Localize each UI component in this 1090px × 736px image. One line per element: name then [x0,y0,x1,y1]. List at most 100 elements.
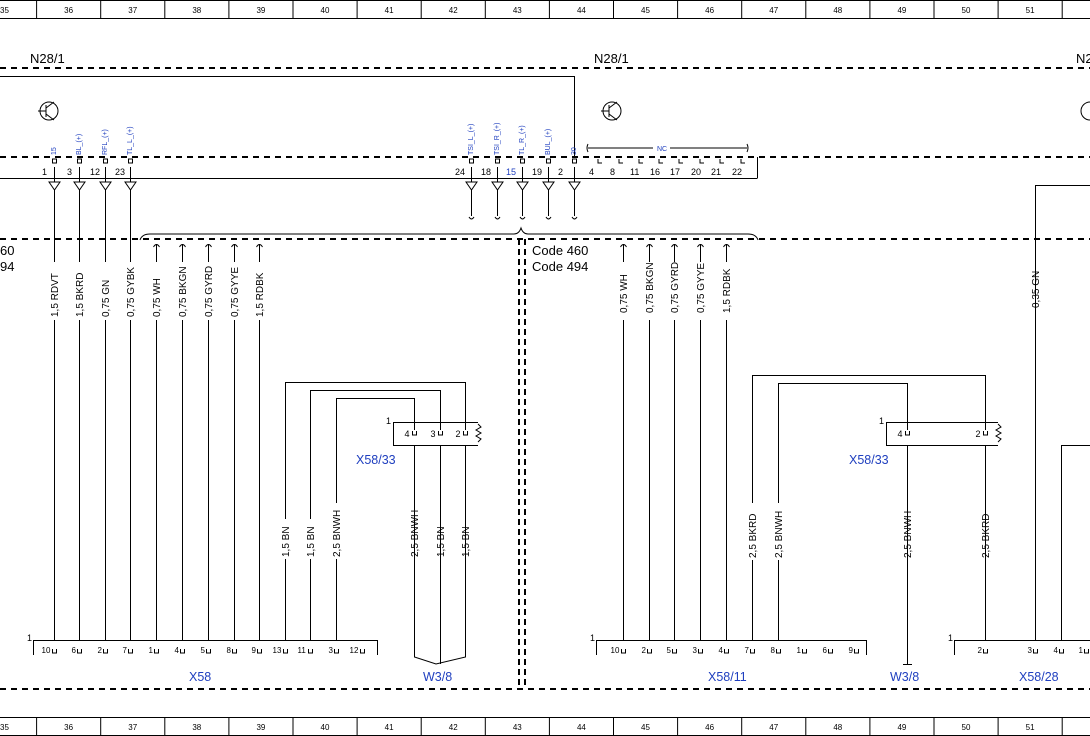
module-title-mid: N28/1 [594,51,629,66]
pin-socket [180,649,185,654]
wire-right: 0,35 GN [1031,185,1090,640]
wire-label: 2,5 BKRD [748,514,759,558]
transistor-icon [38,101,59,121]
pin-number: 5 [667,646,672,655]
wire-label: 2,5 BNWH [903,511,914,558]
ruler-label: 42 [449,723,458,732]
connector-corner-label: 1 [590,633,595,643]
pin-signal: TSI_L_(+) [468,124,475,155]
pin-socket [128,158,133,164]
pin-arrow-icon [491,181,504,191]
pin-number: 1 [149,646,154,655]
ruler-label: 49 [897,6,906,15]
wire-label: 1,5 BKRD [75,273,86,317]
pin-number: 12 [350,646,359,655]
ruler-label: 44 [577,6,586,15]
pin-arrow-icon [516,181,529,191]
pin-number: 3 [431,429,436,439]
pin-socket [724,649,729,654]
ground-bundle [414,445,466,665]
transistor-icon [601,101,622,121]
pin-number: 12 [90,167,100,177]
ruler-label: 50 [962,723,971,732]
ruler-label: 41 [385,6,394,15]
wire-label: 1,5 RDBK [722,268,733,313]
wire-stub-end [494,216,501,220]
nc-pin-socket [699,159,704,164]
pin-socket [257,649,262,654]
pin-arrow-icon [99,181,112,191]
code-label-mid-a: Code 460 [532,243,588,258]
pin-number: 2 [558,167,563,177]
code-label-left-b: 94 [0,259,14,274]
ruler-label: 38 [192,6,201,15]
wire-label: 1,5 BN [306,526,317,557]
pin-socket [672,649,677,654]
pin-socket [854,649,859,654]
pin-number: 4 [589,167,594,177]
pin-number: 1 [797,646,802,655]
pin-socket [1059,649,1064,654]
ruler-label: 43 [513,6,522,15]
pin-socket [154,649,159,654]
pin-socket [206,649,211,654]
pin-number: 4 [719,646,724,655]
pin-number: 2 [976,429,981,439]
code-label-left-a: 60 [0,243,14,258]
connector-name: X58/28 [1019,670,1059,684]
ruler-label: 35 [0,723,9,732]
nc-pin-socket [658,159,663,164]
pin-number: 18 [481,167,491,177]
ground-w38-right: W3/8 [890,670,919,684]
pin-socket [52,649,57,654]
connector-corner-label: 1 [386,416,391,426]
ruler-label: 47 [769,6,778,15]
pin-socket [983,649,988,654]
pin-socket [802,649,807,654]
pin-number: 4 [405,429,410,439]
ruler-label: 39 [256,723,265,732]
supply-line-30 [0,76,575,157]
pin-number: 4 [175,646,180,655]
pin-socket [983,431,988,436]
pin-socket [103,158,108,164]
pin-number: 3 [67,167,72,177]
transistor-icon [1080,101,1090,121]
ruler-label: 42 [449,6,458,15]
nc-pin-socket [678,159,683,164]
pin-number: 1 [42,167,47,177]
ruler-label: 37 [128,723,137,732]
pin-number: 11 [630,167,639,177]
ruler-label: 37 [128,6,137,15]
pin-signal: 15 [51,147,58,155]
pin-socket [1084,649,1089,654]
pin-number: 22 [732,167,742,177]
ruler-label: 40 [321,723,330,732]
wire-label: 2,5 BNWH [410,510,421,557]
pin-signal: TL_L_(+) [127,126,134,155]
pin-number: 19 [532,167,542,177]
pin-socket [647,649,652,654]
pin-arrow-icon [465,181,478,191]
pin-signal: BL_(+) [76,134,83,155]
wire-label: 0,75 GYYE [696,263,707,313]
pin-socket [750,649,755,654]
pin-socket [520,158,525,164]
pin-number: 13 [273,646,282,655]
pin-socket [621,649,626,654]
wire-label: 1,5 RDVT [50,273,61,317]
ruler-label: 45 [641,723,650,732]
ruler-label: 39 [256,6,265,15]
pin-socket [334,649,339,654]
nc-pin-socket [638,159,643,164]
pin-signal: TL_R_(+) [519,125,526,155]
pin-socket [103,649,108,654]
pin-arrow-icon [48,181,61,191]
pin-signal: RFL_(+) [102,129,109,155]
pin-number: 8 [771,646,776,655]
wire-label: 0,75 GN [101,280,112,317]
